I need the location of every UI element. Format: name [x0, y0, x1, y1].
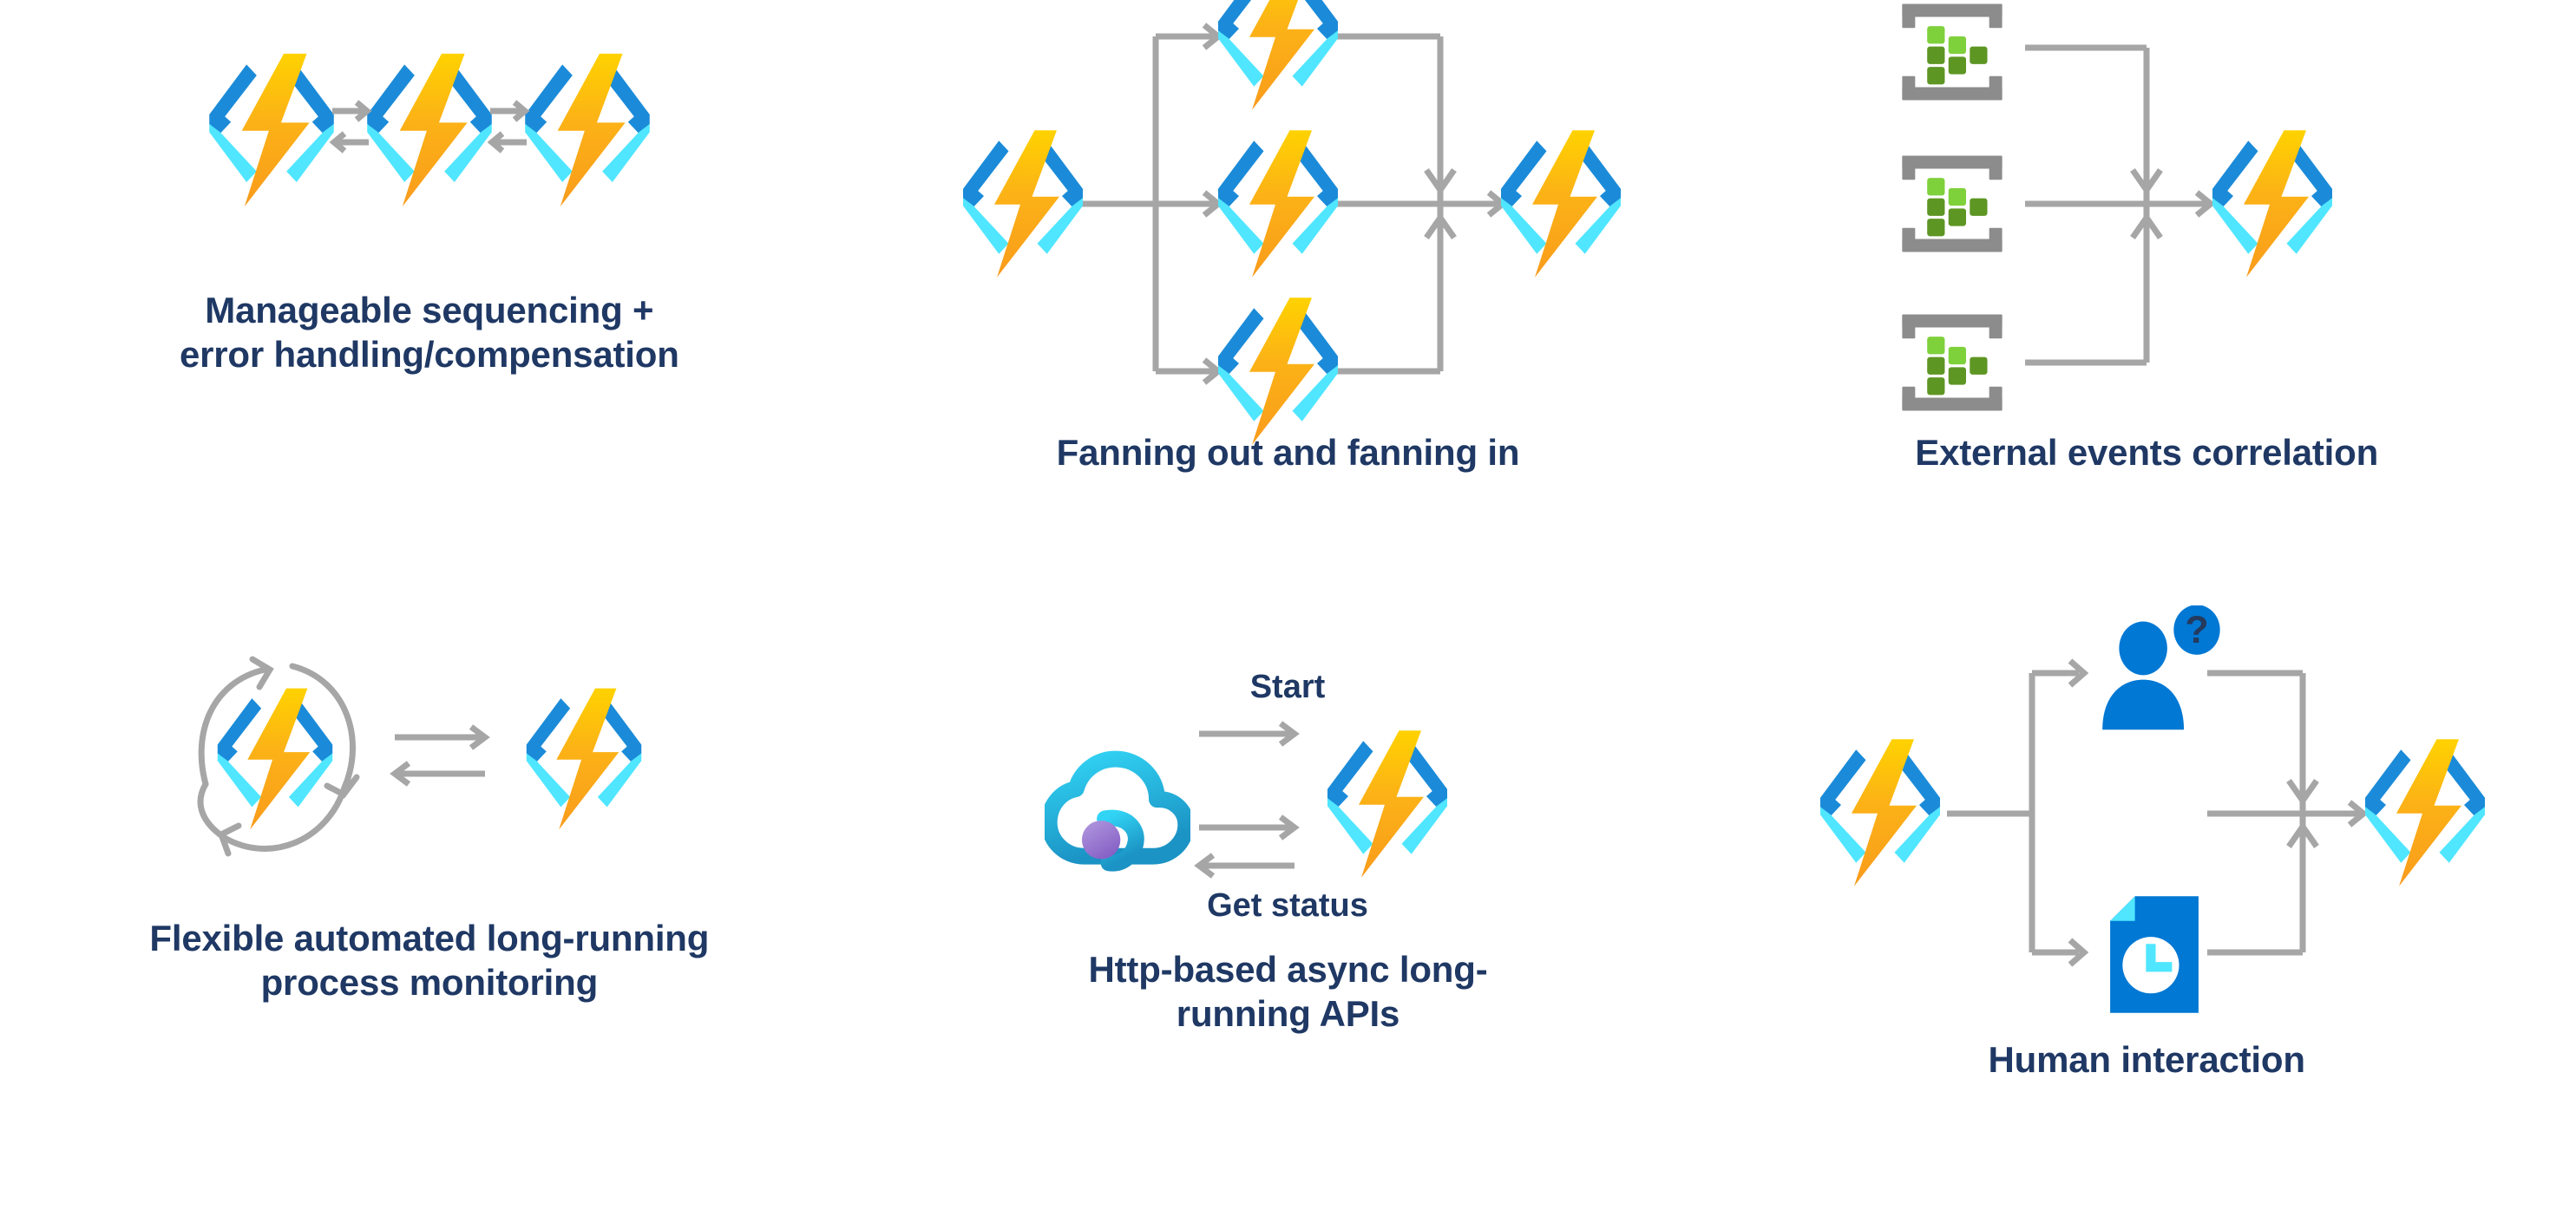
azure-function-icon[interactable]	[1218, 298, 1339, 445]
panel-caption: Manageable sequencing + error handling/c…	[179, 290, 679, 376]
azure-function-icon[interactable]	[217, 688, 333, 829]
azure-function-icon[interactable]	[526, 688, 642, 829]
human-svg	[1820, 605, 2486, 1022]
events-svg	[1902, 3, 2333, 411]
panel-fanning-out-and-in: Fanning out and fanning in	[859, 0, 1718, 605]
person-question-icon[interactable]	[2102, 605, 2220, 729]
azure-function-icon[interactable]	[367, 53, 492, 207]
azure-function-icon[interactable]	[1218, 0, 1339, 110]
cloud-client-icon[interactable]	[1050, 759, 1187, 863]
azure-function-icon[interactable]	[1501, 130, 1622, 278]
azure-function-icon[interactable]	[1327, 729, 1448, 878]
bidirectional-arrow-pair	[389, 723, 490, 787]
azure-function-icon[interactable]	[2365, 738, 2486, 886]
http-async-diagram: Start Get status	[859, 666, 1718, 926]
circular-loop-arrows	[197, 656, 360, 856]
monitoring-diagram	[0, 656, 859, 881]
fan-in-merge	[1336, 33, 1509, 375]
arrow-right	[1199, 720, 1301, 747]
panel-process-monitoring: Flexible automated long-running process …	[0, 605, 859, 1210]
azure-function-icon[interactable]	[2212, 130, 2333, 278]
panel-external-events-correlation: External events correlation	[1717, 0, 2576, 605]
azure-function-icon[interactable]	[525, 53, 650, 207]
azure-function-icon[interactable]	[1218, 130, 1339, 278]
fan-in-merge	[2207, 670, 2369, 955]
fanout-svg	[963, 0, 1622, 445]
fanout-diagram	[859, 0, 1718, 445]
azure-function-icon[interactable]	[963, 130, 1084, 278]
azure-function-icon[interactable]	[209, 53, 334, 207]
fan-out-branch	[1947, 657, 2089, 967]
monitoring-svg	[197, 656, 642, 856]
panel-caption: Human interaction	[1988, 1038, 2306, 1080]
panel-manageable-sequencing: Manageable sequencing + error handling/c…	[0, 0, 859, 605]
arrow-right	[1199, 814, 1301, 840]
http-async-svg: Start Get status	[1036, 669, 1448, 924]
arrow-left	[1194, 852, 1295, 879]
panel-caption: Http-based async long- running APIs	[1088, 948, 1488, 1034]
panel-human-interaction: Human interaction	[1717, 605, 2576, 1210]
bidirectional-arrow-pair	[487, 100, 530, 154]
events-diagram	[1717, 0, 2576, 411]
bidirectional-arrow-pair	[329, 100, 372, 154]
fan-in-merge	[2025, 44, 2216, 366]
sequencing-diagram	[0, 52, 859, 252]
event-grid-icon[interactable]	[1902, 3, 2002, 101]
panel-http-async-apis: Start Get status Http-based async l	[859, 605, 1718, 1210]
event-grid-icon[interactable]	[1902, 155, 2002, 252]
fan-out-branch	[1078, 23, 1224, 385]
azure-function-icon[interactable]	[1820, 738, 1941, 886]
panel-caption: Flexible automated long-running process …	[149, 917, 710, 1003]
panel-caption: Fanning out and fanning in	[1056, 432, 1520, 473]
human-interaction-diagram	[1717, 605, 2576, 1022]
panel-caption: External events correlation	[1915, 432, 2379, 473]
sequencing-svg	[209, 53, 650, 207]
get-status-label: Get status	[1208, 887, 1369, 924]
start-label: Start	[1250, 669, 1326, 705]
timer-document-icon[interactable]	[2110, 896, 2199, 1012]
event-grid-icon[interactable]	[1902, 314, 2002, 411]
